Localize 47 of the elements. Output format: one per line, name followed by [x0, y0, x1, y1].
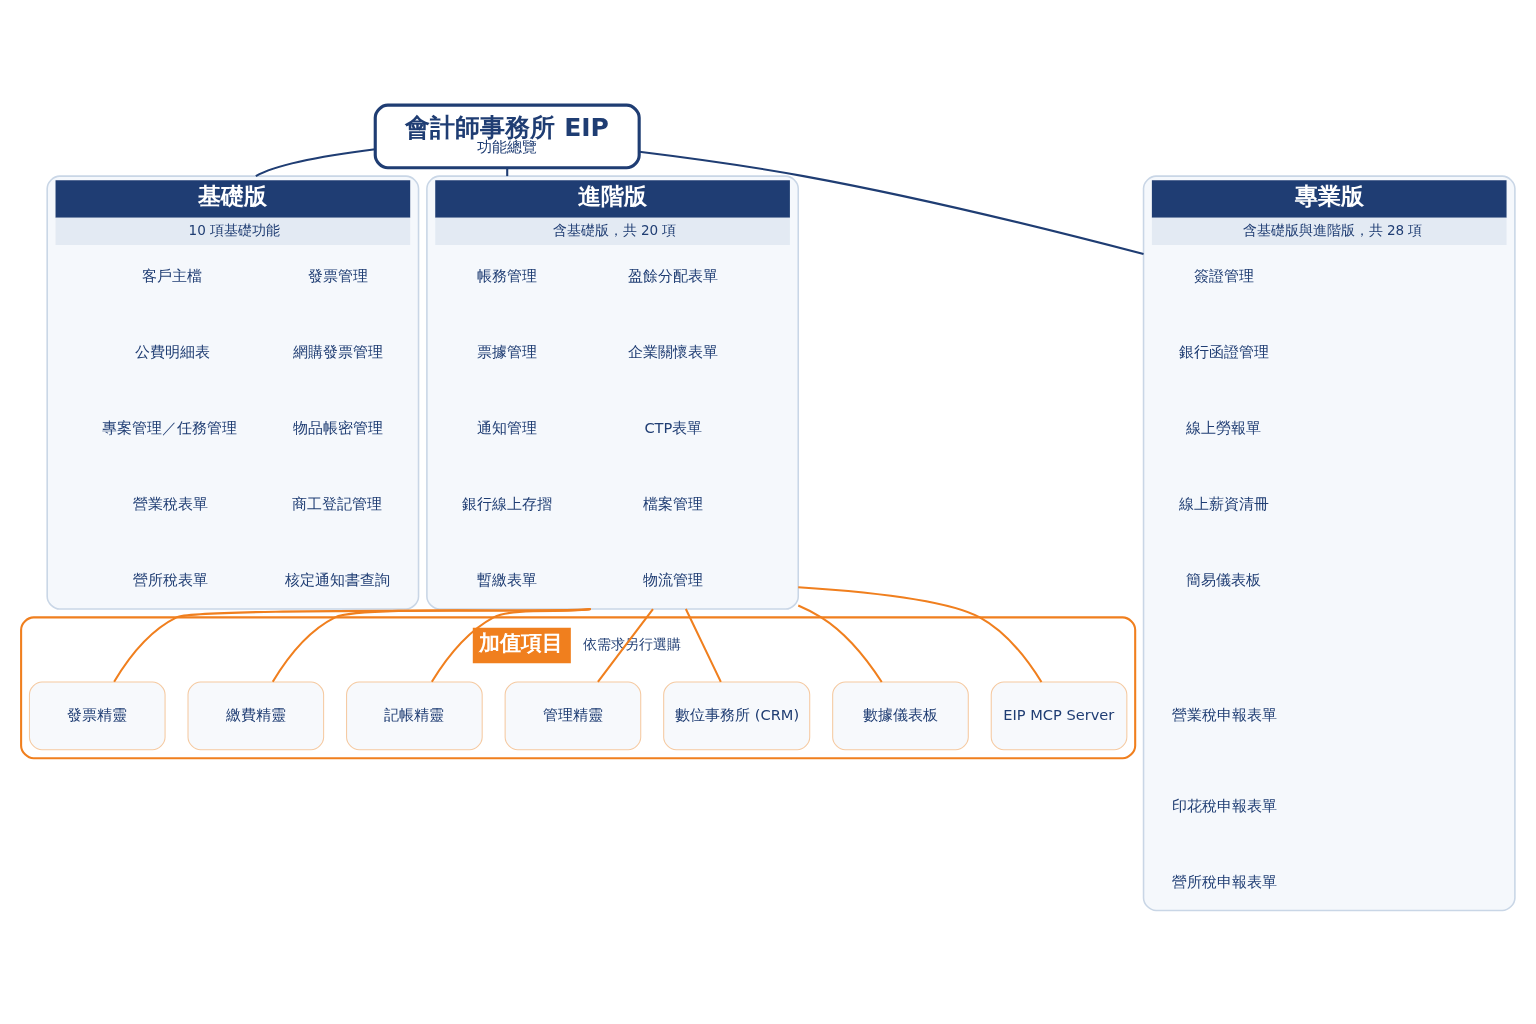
node-text: 銀行函證管理	[1179, 342, 1269, 360]
node-text: 票據管理	[476, 342, 537, 360]
node-text: 物品帳密管理	[293, 418, 384, 436]
node-text: 發票管理	[307, 266, 368, 284]
node-text: 企業關懷表單	[628, 342, 719, 360]
node-label: 依需求另行選購	[583, 636, 682, 653]
connector	[113, 607, 591, 683]
node-text: 銀行線上存摺	[462, 495, 553, 513]
node-box: 管理精靈	[504, 681, 642, 751]
node-text: 線上勞報單	[1186, 418, 1262, 436]
node-text: 印花稅申報表單	[1171, 796, 1277, 814]
connector	[684, 608, 722, 683]
node-text: 線上薪資清冊	[1179, 495, 1269, 513]
node-box: 數位事務所 (CRM)	[663, 681, 811, 751]
node-box: 記帳精靈	[346, 681, 483, 751]
node-text: 公費明細表	[134, 342, 210, 360]
connector	[597, 608, 654, 683]
node-box: 發票精靈	[28, 681, 166, 751]
node-box: 數據儀表板	[832, 681, 969, 751]
node-text: 通知管理	[476, 418, 537, 436]
node-text: 營業稅表單	[132, 495, 208, 513]
node-box: 繳費精靈	[187, 681, 325, 751]
connector	[797, 604, 883, 683]
node-text: 物流管理	[642, 571, 703, 589]
node-text: 網購發票管理	[293, 342, 384, 360]
connector	[639, 150, 1144, 256]
connector	[255, 148, 376, 178]
connector	[798, 586, 1043, 683]
node-text: 營所稅申報表單	[1171, 872, 1277, 890]
node-box: EIP MCP Server	[990, 681, 1128, 751]
node-box: 會計師事務所 EIP 功能總覽	[373, 103, 641, 170]
node-text: 暫繳表單	[476, 571, 537, 589]
node-text: 核定通知書查詢	[285, 571, 391, 589]
node-text: 商工登記管理	[292, 495, 383, 513]
node-text: 專案管理／任務管理	[101, 418, 237, 436]
connector	[430, 607, 591, 683]
node-text: 盈餘分配表單	[628, 266, 719, 284]
connector	[271, 607, 591, 683]
node-text: 帳務管理	[476, 266, 537, 284]
node-text: 客戶主檔	[142, 266, 203, 284]
node-text: 簡易儀表板	[1186, 571, 1262, 589]
node-text: CTP表單	[644, 418, 703, 436]
connector	[506, 167, 509, 177]
node-text: 檔案管理	[642, 495, 703, 513]
node-text: 簽證管理	[1193, 266, 1254, 284]
node-text: 營業稅申報表單	[1171, 705, 1277, 723]
node-text: 營所稅表單	[132, 571, 208, 589]
